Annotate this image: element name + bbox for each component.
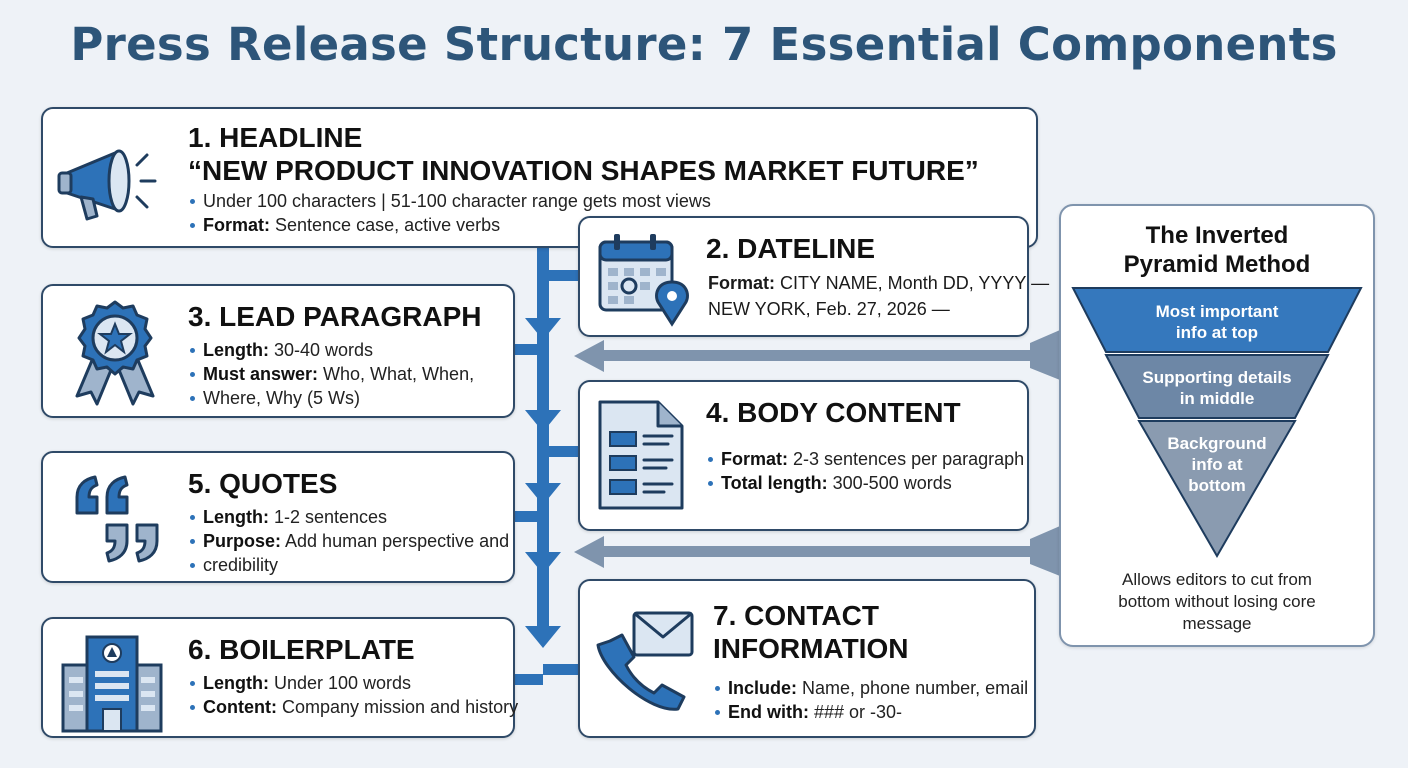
list-item: Total length: 300-500 words: [706, 471, 1024, 495]
dateline-text: Format: CITY NAME, Month DD, YYYY — NEW …: [708, 273, 1050, 319]
body-heading: 4. BODY CONTENT: [706, 397, 961, 428]
boilerplate-card: 6. BOILERPLATE Length: Under 100 words C…: [41, 617, 518, 738]
inverted-pyramid-panel: The Inverted Pyramid Method Most importa…: [1059, 204, 1375, 647]
body-content-card: 4. BODY CONTENT Format: 2-3 sentences pe…: [578, 380, 1029, 531]
list-item: Must answer: Who, What, When,: [188, 362, 474, 386]
contact-heading-line1: 7. CONTACT: [713, 600, 879, 631]
list-item: Content: Company mission and history: [188, 695, 518, 719]
pyramid-bottom-label: Background info at bottom: [1167, 434, 1267, 495]
boilerplate-heading: 6. BOILERPLATE: [188, 634, 415, 665]
award-ribbon-icon: [75, 300, 155, 406]
pyramid-top-label: Most important info at top: [1155, 302, 1279, 342]
pyramid-bottom-layer: [1137, 420, 1297, 558]
quotes-card: 5. QUOTES Length: 1-2 sentences Purpose:…: [41, 451, 515, 583]
page-title: Press Release Structure: 7 Essential Com…: [70, 18, 1338, 71]
list-item: Under 100 characters | 51-100 character …: [188, 189, 711, 213]
lead-heading: 3. LEAD PARAGRAPH: [188, 301, 482, 332]
document-icon: [598, 400, 684, 510]
list-item-continuation: Where, Why (5 Ws): [188, 386, 474, 410]
headline-heading: 1. HEADLINE: [188, 122, 363, 153]
contact-bullets: Include: Name, phone number, email End w…: [713, 676, 1028, 724]
quotes-heading: 5. QUOTES: [188, 468, 338, 499]
list-item: Length: 30-40 words: [188, 338, 474, 362]
lead-paragraph-card: 3. LEAD PARAGRAPH Length: 30-40 words Mu…: [41, 284, 515, 418]
pyramid-middle-label: Supporting details in middle: [1142, 368, 1292, 408]
megaphone-icon: [57, 149, 157, 221]
list-item: Length: 1-2 sentences: [188, 505, 509, 529]
dateline-card: 2. DATELINE Format: CITY NAME, Month DD,…: [578, 216, 1049, 337]
pyramid-title: The Inverted Pyramid Method: [1123, 222, 1311, 278]
quotes-bullets: Length: 1-2 sentences Purpose: Add human…: [188, 505, 509, 577]
list-item: Purpose: Add human perspective and: [188, 529, 509, 553]
headline-example: “NEW PRODUCT INNOVATION SHAPES MARKET FU…: [188, 155, 979, 186]
pyramid-caption: Allows editors to cut from bottom withou…: [1118, 570, 1316, 633]
phone-envelope-icon: [596, 611, 694, 711]
list-item-continuation: credibility: [188, 553, 509, 577]
list-item: End with: ### or -30-: [713, 700, 1028, 724]
quote-marks-icon: [75, 475, 159, 563]
contact-heading-line2: INFORMATION: [713, 633, 909, 664]
contact-card: 7. CONTACT INFORMATION Include: Name, ph…: [578, 579, 1036, 738]
list-item: Include: Name, phone number, email: [713, 676, 1028, 700]
boilerplate-bullets: Length: Under 100 words Content: Company…: [188, 671, 518, 719]
lead-bullets: Length: 30-40 words Must answer: Who, Wh…: [188, 338, 474, 410]
body-bullets: Format: 2-3 sentences per paragraph Tota…: [706, 447, 1024, 495]
list-item: Format: Sentence case, active verbs: [188, 213, 711, 237]
building-icon: [61, 635, 163, 733]
inverted-pyramid-graphic: [1071, 287, 1363, 558]
calendar-location-icon: [598, 234, 689, 327]
list-item: Length: Under 100 words: [188, 671, 518, 695]
headline-bullets: Under 100 characters | 51-100 character …: [188, 189, 711, 237]
dateline-heading: 2. DATELINE: [706, 233, 876, 264]
pyramid-middle-layer: [1104, 354, 1330, 419]
list-item: Format: 2-3 sentences per paragraph: [706, 447, 1024, 471]
pyramid-top-layer: [1071, 287, 1363, 353]
